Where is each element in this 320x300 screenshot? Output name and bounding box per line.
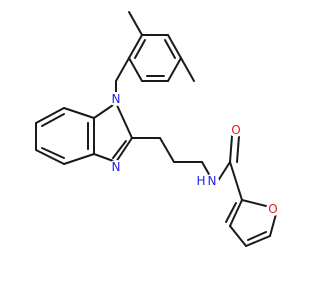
molecule-canvas: N N N H O O [35, 11, 280, 247]
atom-label-n1: N [112, 92, 121, 106]
atom-label-o-carbonyl: O [231, 123, 240, 137]
propyl-bond-2 [159, 137, 175, 163]
bond [35, 149, 65, 165]
bond [128, 34, 143, 59]
dimethylphenyl-ring [128, 34, 182, 82]
atom-nh: N H [196, 174, 219, 188]
carbonyl-to-furan-bond [229, 161, 243, 201]
bond [245, 235, 271, 247]
atom-label-o-furan: O [268, 202, 277, 216]
atom-n1: N [109, 92, 123, 106]
bond [35, 107, 65, 124]
bond [269, 213, 277, 237]
bond [93, 153, 117, 163]
bond [115, 137, 133, 163]
structure-diagram: N N N H O O [35, 11, 280, 247]
atom-o-carbonyl: O [229, 123, 243, 137]
double-bond-inner [247, 231, 267, 241]
bond [63, 153, 95, 165]
carbonyl-double-bond-b [236, 135, 240, 163]
atom-n3: N [109, 160, 123, 174]
furan-ring [225, 199, 277, 247]
double-bond-inner [164, 39, 176, 59]
bond [63, 107, 95, 119]
bond [93, 102, 117, 119]
double-bond-inner [112, 140, 127, 159]
bond [229, 225, 247, 247]
carbonyl-double-bond-a [229, 135, 233, 163]
double-bond-inner [41, 147, 65, 159]
atom-o-furan: O [266, 202, 280, 216]
atom-label-nh-n: N [208, 174, 217, 188]
methyl-bond-top [128, 11, 143, 36]
methyl-bond-right [180, 57, 195, 82]
atom-label-n3: N [112, 160, 121, 174]
bond [229, 199, 243, 227]
bond [167, 57, 182, 82]
imidazole-ring [93, 102, 133, 163]
bond [241, 199, 271, 208]
double-bond-inner [225, 202, 237, 223]
benzyl-bond [115, 57, 130, 82]
atom-label-nh-h: H [196, 174, 205, 188]
chain-to-nh-bond [201, 161, 211, 177]
bond [115, 102, 133, 139]
benzo-ring [35, 107, 95, 165]
bond [167, 34, 182, 59]
double-bond-inner [134, 39, 146, 59]
bond [128, 57, 143, 82]
double-bond-inner [41, 113, 65, 127]
